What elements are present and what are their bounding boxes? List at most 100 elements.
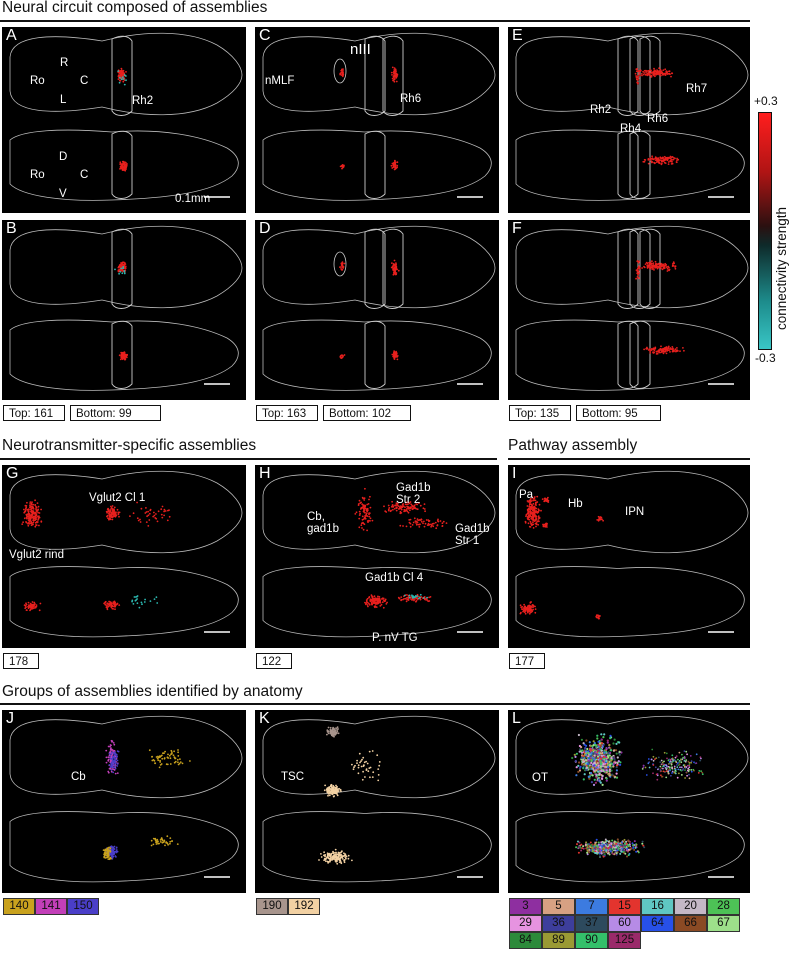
neuron-point — [611, 839, 614, 842]
neuron-point — [339, 788, 342, 791]
neuron-point — [111, 766, 113, 768]
neuron-point — [645, 261, 648, 264]
neuron-point — [537, 518, 540, 520]
neuron-point — [133, 596, 136, 598]
neuron-point — [163, 508, 166, 511]
neuron-point — [420, 520, 423, 523]
neuron-point — [430, 525, 432, 528]
neuron-point — [679, 350, 681, 352]
neuron-point — [582, 754, 585, 758]
neuron-point — [331, 855, 334, 858]
neuron-point — [124, 166, 127, 168]
neuron-point — [118, 81, 121, 84]
neuron-point — [395, 262, 397, 264]
neuron-point — [125, 75, 127, 77]
neuron-point — [665, 348, 668, 351]
neuron-point — [668, 766, 671, 768]
neuron-point — [594, 843, 597, 846]
neuron-point — [606, 755, 609, 758]
neuron-point — [653, 67, 655, 70]
neuron-point — [648, 766, 651, 769]
neuron-point — [654, 346, 657, 349]
neuron-point — [33, 517, 36, 519]
neuron-point — [597, 745, 600, 748]
region-outline — [617, 320, 639, 389]
neuron-point — [393, 269, 395, 272]
neuron-point — [428, 596, 430, 599]
neuron-point — [396, 356, 398, 358]
neuron-point — [664, 262, 667, 265]
neuron-point — [609, 763, 612, 766]
panel-label: H — [259, 465, 271, 482]
neuron-point — [400, 598, 403, 601]
neuron-point — [38, 512, 41, 514]
neuron-point — [422, 522, 424, 525]
neuron-point — [359, 512, 361, 515]
neuron-point — [124, 355, 127, 357]
brain-outline — [9, 225, 243, 309]
neuron-point — [393, 67, 396, 69]
neuron-point — [649, 158, 651, 161]
neuron-point — [427, 519, 430, 521]
neuron-point — [341, 164, 344, 166]
neuron-point — [687, 760, 690, 763]
neuron-point — [36, 509, 39, 512]
neuron-point — [641, 842, 644, 845]
brain-outline — [9, 32, 243, 116]
neuron-point — [351, 859, 353, 862]
neuron-point — [599, 765, 603, 768]
neuron-point — [111, 518, 114, 521]
neuron-point — [32, 519, 34, 522]
neuron-point — [113, 509, 116, 512]
neuron-point — [330, 732, 333, 734]
neuron-point — [602, 763, 605, 766]
neuron-point — [655, 161, 658, 164]
neuron-point — [366, 604, 369, 606]
count-box: 122 — [256, 653, 292, 669]
neuron-point — [158, 755, 161, 758]
neuron-point — [150, 839, 153, 842]
neuron-point — [612, 848, 615, 851]
neuron-point — [609, 737, 612, 740]
neuron-point — [600, 733, 603, 736]
neuron-point — [520, 606, 523, 608]
neuron-point — [120, 78, 123, 81]
neuron-point — [586, 747, 589, 751]
neuron-point — [650, 348, 653, 350]
neuron-point — [109, 847, 112, 850]
neuron-point — [396, 504, 398, 506]
neuron-point — [599, 752, 602, 755]
neuron-point — [361, 518, 364, 521]
region-outline — [382, 228, 404, 309]
neuron-point — [393, 355, 396, 358]
neuron-point — [345, 857, 347, 860]
neuron-point — [173, 756, 176, 759]
neuron-point — [116, 765, 119, 767]
neuron-point — [577, 764, 580, 767]
neuron-point — [132, 512, 135, 515]
neuron-point — [328, 791, 331, 793]
neuron-point — [580, 756, 583, 759]
neuron-point — [676, 157, 678, 160]
neuron-point — [612, 762, 615, 765]
neuron-point — [324, 784, 326, 787]
neuron-point — [136, 602, 139, 605]
neuron-point — [660, 267, 662, 269]
neuron-point — [336, 790, 339, 793]
neuron-point — [36, 521, 39, 523]
neuron-point — [690, 761, 692, 764]
neuron-point — [661, 350, 663, 352]
neuron-point — [28, 522, 31, 525]
neuron-point — [420, 518, 423, 521]
neuron-point — [608, 853, 611, 856]
neuron-point — [601, 783, 604, 786]
neuron-point — [32, 523, 34, 526]
neuron-point — [31, 501, 33, 504]
neuron-point — [332, 787, 334, 790]
neuron-point — [608, 754, 611, 757]
neuron-point — [585, 841, 588, 844]
neuron-point — [588, 757, 591, 760]
neuron-point — [404, 506, 406, 509]
neuron-point — [145, 521, 148, 523]
neuron-point — [115, 856, 117, 858]
